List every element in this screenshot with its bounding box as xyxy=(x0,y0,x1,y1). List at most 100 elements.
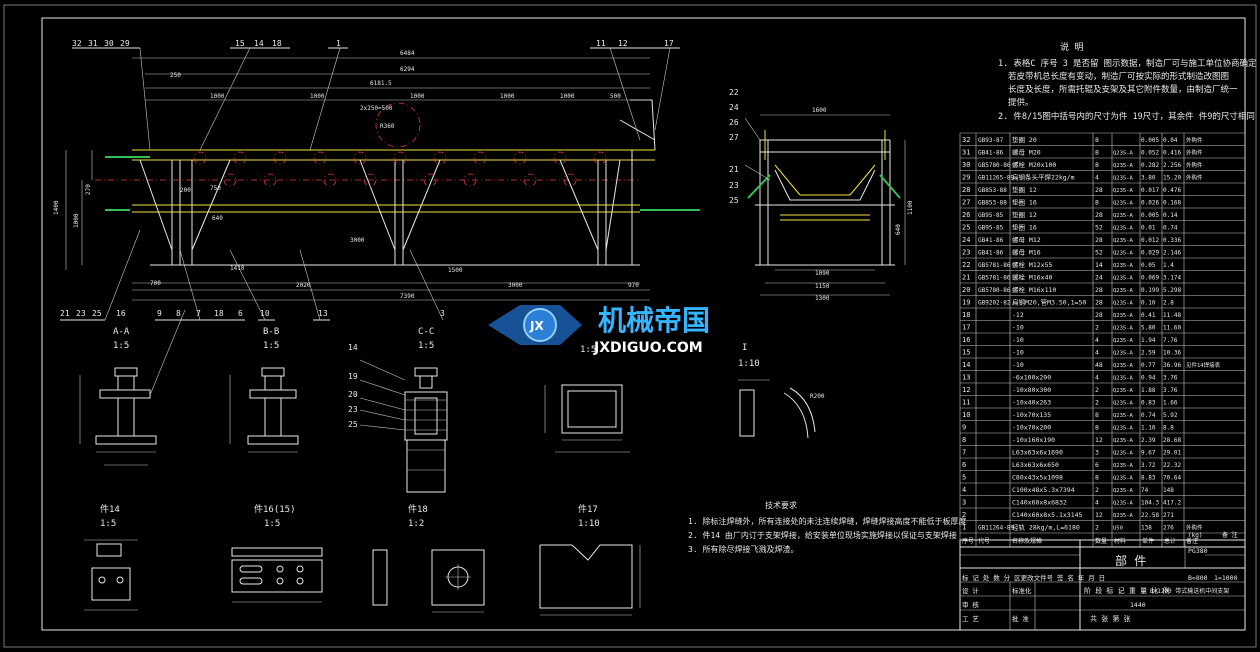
part-17-detail xyxy=(539,544,641,616)
bom-cell-r16-c2: -10 xyxy=(1012,336,1024,344)
bom-cell-r27-c2: C80x43x5x1098 xyxy=(1012,474,1063,482)
watermark-main: 机械帝国 xyxy=(598,304,710,337)
bom-cell-r8-c0: 24 xyxy=(962,236,970,244)
callout-19-cc: 19 xyxy=(348,372,358,381)
bom-cell-r5-c3: 8 xyxy=(1095,199,1099,207)
leader-16: 16 xyxy=(116,309,126,318)
bom-cell-r14-c5: 0.41 xyxy=(1141,312,1156,319)
callout-22: 22 xyxy=(729,88,739,97)
bom-cell-r3-c6: 15.20 xyxy=(1163,175,1181,182)
callout-25-end: 25 xyxy=(729,196,739,205)
leader-3: 3 xyxy=(440,309,445,318)
bom-cell-r6-c5: 0.005 xyxy=(1141,212,1159,219)
bom-cell-r12-c1: GB5780-86 xyxy=(978,287,1011,294)
bom-cell-r30-c2: C140x60x8x5.1x3145 xyxy=(1012,511,1083,519)
bom-cell-r4-c6: 0.476 xyxy=(1163,187,1181,194)
bom-cell-r31-c2: 轻轨 28kg/m,L=6180 xyxy=(1012,523,1080,532)
idler-roller-row xyxy=(193,151,607,187)
bom-cell-r1-c3: 8 xyxy=(1095,149,1099,157)
dim-end-640: 640 xyxy=(895,224,902,235)
bom-cell-r24-c0: 8 xyxy=(962,436,966,444)
title-sheets: 共 张 第 张 xyxy=(1090,614,1131,623)
view-scale-15: 1:5 xyxy=(580,345,596,355)
title-block xyxy=(959,539,1246,631)
bom-cell-r25-c5: 9.67 xyxy=(1141,450,1156,457)
bom-cell-r29-c2: C140x60x8x6832 xyxy=(1012,499,1067,507)
bom-cell-r18-c2: -10 xyxy=(1012,361,1024,369)
notes-line-1: 1. 表格C 序号 3 是否留 图示数据，制造厂可与施工单位协商确定 xyxy=(998,58,1257,69)
bom-cell-r28-c6: 148 xyxy=(1163,487,1174,494)
part-18-detail xyxy=(372,549,485,613)
bom-cell-r22-c6: 5.92 xyxy=(1163,412,1178,419)
part-17-scale: 1:10 xyxy=(578,519,600,529)
leader-21: 21 xyxy=(60,309,70,318)
callout-20-cc: 20 xyxy=(348,390,358,399)
bom-cell-r30-c3: 12 xyxy=(1095,511,1103,519)
bom-cell-r21-c0: 11 xyxy=(962,399,970,407)
bom-cell-r24-c4: Q235-A xyxy=(1113,438,1134,444)
bom-cell-r3-c7: 外购件 xyxy=(1186,174,1203,182)
bom-cell-r10-c1: GB5781-86 xyxy=(978,262,1011,269)
bom-cell-r3-c3: 4 xyxy=(1095,174,1099,182)
bom-cell-r13-c3: 28 xyxy=(1095,299,1103,307)
title-design: 设 计 xyxy=(962,586,979,595)
bom-cell-r27-c3: 8 xyxy=(1095,474,1099,482)
bom-cell-r29-c4: Q235-A xyxy=(1113,501,1134,507)
bom-header-2: 名称及规格 xyxy=(1012,537,1042,545)
bom-cell-r18-c3: 48 xyxy=(1095,361,1103,369)
bom-cell-r19-c6: 3.76 xyxy=(1163,375,1178,382)
notes-title: 说 明 xyxy=(1060,41,1083,53)
bom-cell-r28-c4: Q235-A xyxy=(1113,488,1134,494)
dim-6294: 6294 xyxy=(400,66,415,73)
dim-span-2: 1000 xyxy=(310,93,325,100)
bom-cell-r1-c7: 外购件 xyxy=(1186,149,1203,157)
bom-header-6: 总计 xyxy=(1164,537,1176,545)
bom-cell-r22-c4: Q235-A xyxy=(1113,413,1134,419)
leader-31: 31 xyxy=(88,39,98,48)
bom-cell-r0-c2: 垫圈 20 xyxy=(1012,135,1037,144)
part-16-detail xyxy=(231,547,323,603)
bom-cell-r17-c3: 4 xyxy=(1095,349,1099,357)
bom-cell-r22-c5: 0.74 xyxy=(1141,412,1156,419)
dim-end-1300: 1300 xyxy=(815,295,830,302)
leader-10: 10 xyxy=(260,309,270,318)
bom-cell-r31-c1: GB11264-89 xyxy=(978,525,1015,532)
bom-cell-r28-c2: C100x48x5.3x7394 xyxy=(1012,486,1075,494)
leader-6: 6 xyxy=(238,309,243,318)
bom-cell-r10-c4: Q235-A xyxy=(1113,263,1134,269)
leader-15: 15 xyxy=(235,39,245,48)
dim-700: 700 xyxy=(150,280,161,287)
title-ratio: 1=1000 xyxy=(1214,574,1238,582)
bom-cell-r14-c6: 11.48 xyxy=(1163,312,1181,319)
callout-23-end: 23 xyxy=(729,181,739,190)
bom-cell-r21-c5: 0.83 xyxy=(1141,400,1156,407)
bom-cell-r11-c2: 螺栓 M16x40 xyxy=(1012,273,1052,282)
bom-cell-r13-c1: GB9202-82 xyxy=(978,300,1011,307)
bom-cell-r28-c5: 74 xyxy=(1141,487,1149,494)
bom-cell-r7-c2: 垫圈 16 xyxy=(1012,223,1037,232)
bom-cell-r12-c5: 0.199 xyxy=(1141,287,1159,294)
bom-cell-r23-c6: 8.8 xyxy=(1163,425,1174,432)
view-i-detail xyxy=(738,379,816,439)
bom-cell-r6-c6: 0.14 xyxy=(1163,212,1178,219)
dim-mid-3000: 3000 xyxy=(350,237,365,244)
dim-span-6: 500 xyxy=(610,93,621,100)
bom-cell-r1-c1: GB41-86 xyxy=(978,150,1004,157)
bom-cell-r16-c3: 4 xyxy=(1095,336,1099,344)
view-bb-scale: 1:5 xyxy=(263,341,279,351)
bom-cell-r4-c4: Q235-A xyxy=(1113,188,1134,194)
bom-cell-r16-c0: 16 xyxy=(962,336,970,344)
bom-cell-r8-c5: 0.012 xyxy=(1141,237,1159,244)
callout-21: 21 xyxy=(729,165,739,174)
section-c-c xyxy=(359,359,448,493)
bom-cell-r18-c6: 36.96 xyxy=(1163,362,1181,369)
bom-cell-r28-c0: 4 xyxy=(962,486,966,494)
dim-270: 270 xyxy=(85,184,92,195)
bom-cell-r22-c3: 8 xyxy=(1095,411,1099,419)
bom-cell-r28-c3: 2 xyxy=(1095,486,1099,494)
bom-cell-r15-c4: Q235-A xyxy=(1113,326,1134,332)
bom-cell-r0-c0: 32 xyxy=(962,136,970,144)
bom-cell-r3-c5: 3.80 xyxy=(1141,175,1156,182)
leader-30: 30 xyxy=(104,39,114,48)
leader-29: 29 xyxy=(120,39,130,48)
